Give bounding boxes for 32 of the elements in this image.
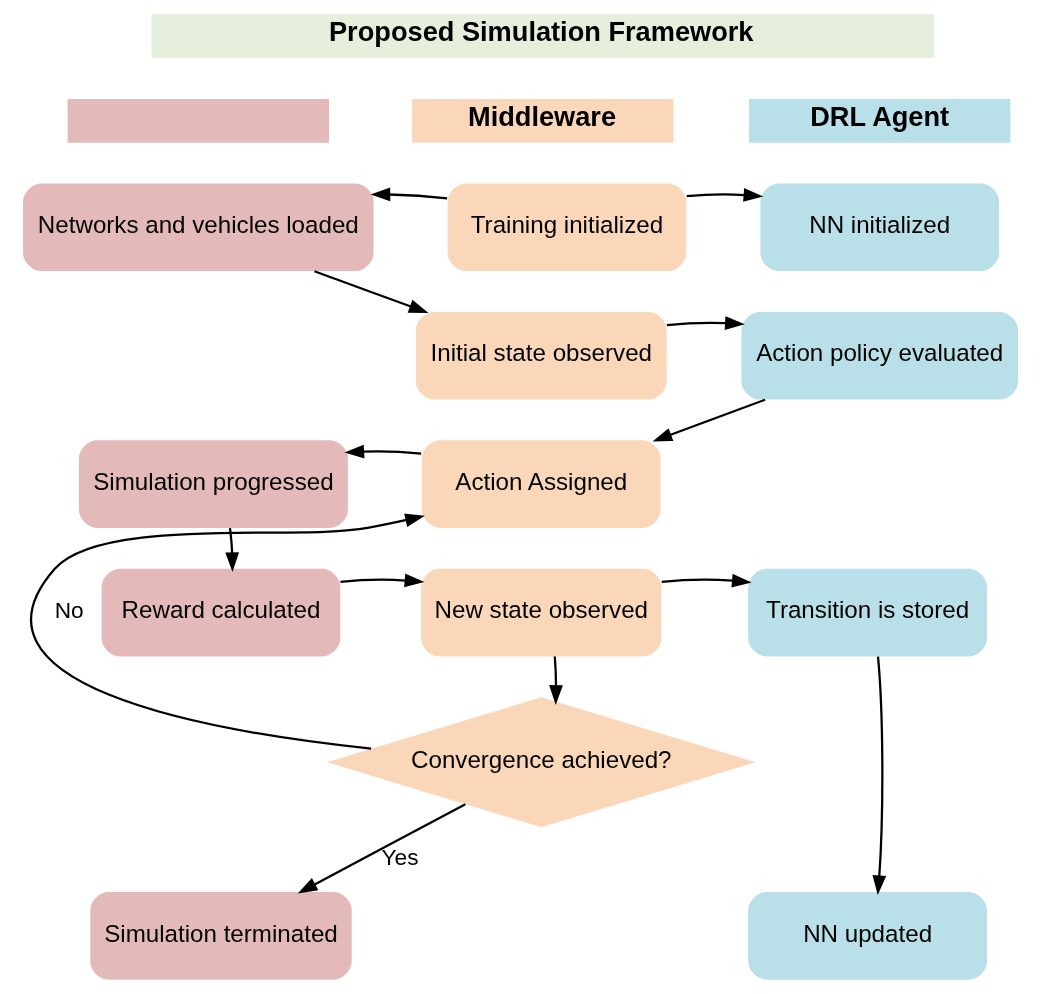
edge-label: No bbox=[54, 596, 84, 623]
edge-label: Yes bbox=[381, 843, 418, 870]
arrow bbox=[871, 656, 886, 896]
arrow bbox=[313, 270, 428, 313]
arrow bbox=[224, 527, 239, 573]
arrow bbox=[661, 573, 752, 588]
node-box: NN updated bbox=[747, 892, 987, 980]
arrow bbox=[666, 316, 745, 330]
node-box: Action policy evaluated bbox=[740, 311, 1018, 400]
node-box: Action Assigned bbox=[421, 440, 661, 528]
node-bar bbox=[67, 98, 329, 143]
arrow bbox=[297, 803, 466, 894]
node-box: Reward calculated bbox=[101, 568, 340, 657]
node-box: Simulation progressed bbox=[78, 440, 348, 528]
node-box: DRL Agent bbox=[748, 98, 1010, 143]
arrow bbox=[30, 513, 425, 750]
node-box: Simulation terminated bbox=[89, 892, 352, 980]
node-box: NN initialized bbox=[759, 183, 999, 272]
node-box: Middleware bbox=[411, 98, 673, 143]
node-box: New state observed bbox=[420, 568, 661, 657]
node-box: Networks and vehicles loaded bbox=[22, 183, 374, 272]
node-box: Initial state observed bbox=[415, 311, 667, 400]
arrow bbox=[343, 444, 421, 459]
arrow bbox=[652, 398, 766, 442]
node-box: Proposed Simulation Framework bbox=[150, 14, 934, 59]
arrow bbox=[370, 187, 447, 202]
node-box: Transition is stored bbox=[747, 568, 987, 657]
node-diamond: Convergence achieved? bbox=[326, 697, 756, 828]
node-box: Training initialized bbox=[447, 183, 686, 272]
arrow bbox=[548, 656, 563, 705]
arrow bbox=[686, 188, 763, 202]
arrow bbox=[339, 573, 424, 588]
